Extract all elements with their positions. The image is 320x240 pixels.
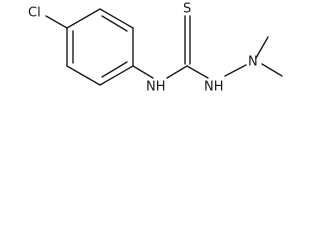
atom-hydrazine-nh: NH: [204, 80, 224, 95]
chemical-structure-diagram: Cl NH S NH N: [28, 2, 283, 95]
ring-bond-c4-c5: [66, 65, 101, 86]
atom-dimethyl-n: N: [248, 55, 258, 70]
bond-amine-carbon: [166, 65, 188, 79]
ring-bond-c3-c4: [99, 65, 134, 86]
ring-bond-c1-c2: [99, 8, 134, 29]
ring-bond-c6-c1: [66, 8, 101, 29]
ring-double-bond-inner-1: [101, 15, 128, 32]
bond-n-methyl-up: [255, 36, 269, 59]
bond-ring-chlorine: [45, 15, 68, 29]
bond-carbon-hydrazine: [186, 65, 209, 79]
bond-n-methyl-right: [261, 63, 283, 77]
bond-ring-amine: [132, 65, 154, 79]
bond-hydrazine-n: [224, 64, 247, 77]
atom-sulfur: S: [183, 2, 191, 17]
atom-amine-nh: NH: [146, 80, 166, 95]
ring-double-bond-inner-2: [101, 61, 128, 78]
benzene-ring: [66, 8, 134, 86]
atom-chlorine: Cl: [28, 6, 41, 21]
